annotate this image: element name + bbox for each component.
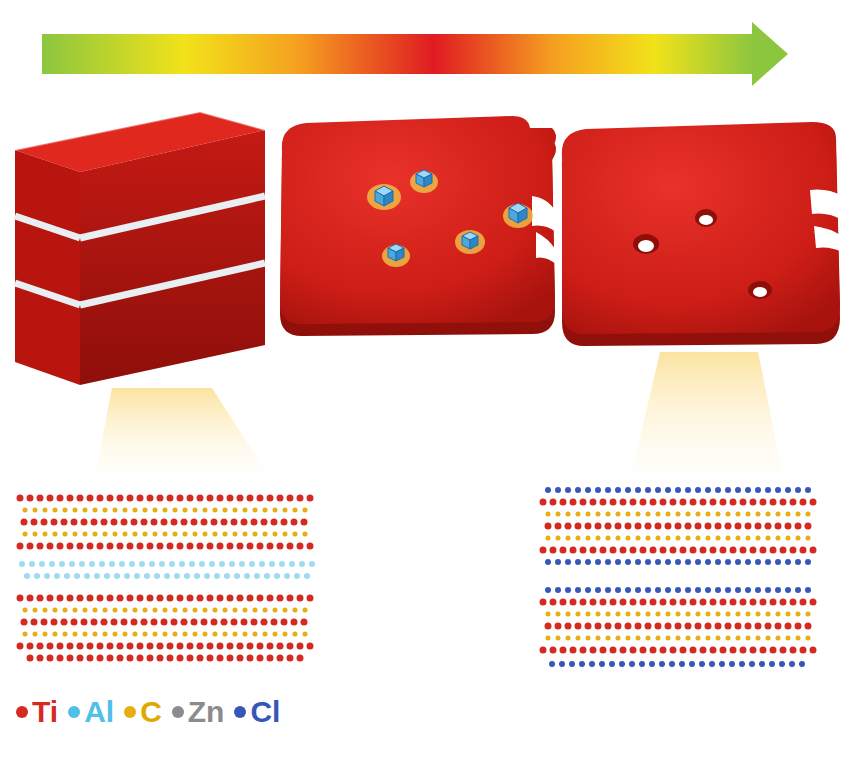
legend-text: Al [84,692,114,732]
legend-text: Zn [188,692,225,732]
legend-swatch [124,706,136,718]
legend-item: Cl [234,692,280,732]
legend: Ti Al C Zn Cl [16,692,290,732]
legend-text: Cl [250,692,280,732]
legend-text: Ti [32,692,58,732]
legend-swatch [234,706,246,718]
legend-item: C [124,692,162,732]
process-arrow [42,22,788,86]
legend-item: Zn [172,692,225,732]
legend-item: Ti [16,692,58,732]
legend-swatch [68,706,80,718]
atomic-lattice [20,498,318,658]
legend-item: Al [68,692,114,732]
etched-sheet [280,116,556,336]
atomic-lattice [543,490,821,664]
zoom-beam [632,352,782,472]
legend-swatch [16,706,28,718]
layered-block [15,112,265,385]
legend-text: C [140,692,162,732]
legend-swatch [172,706,184,718]
zoom-beam [96,388,266,472]
porous-sheet [562,122,842,346]
